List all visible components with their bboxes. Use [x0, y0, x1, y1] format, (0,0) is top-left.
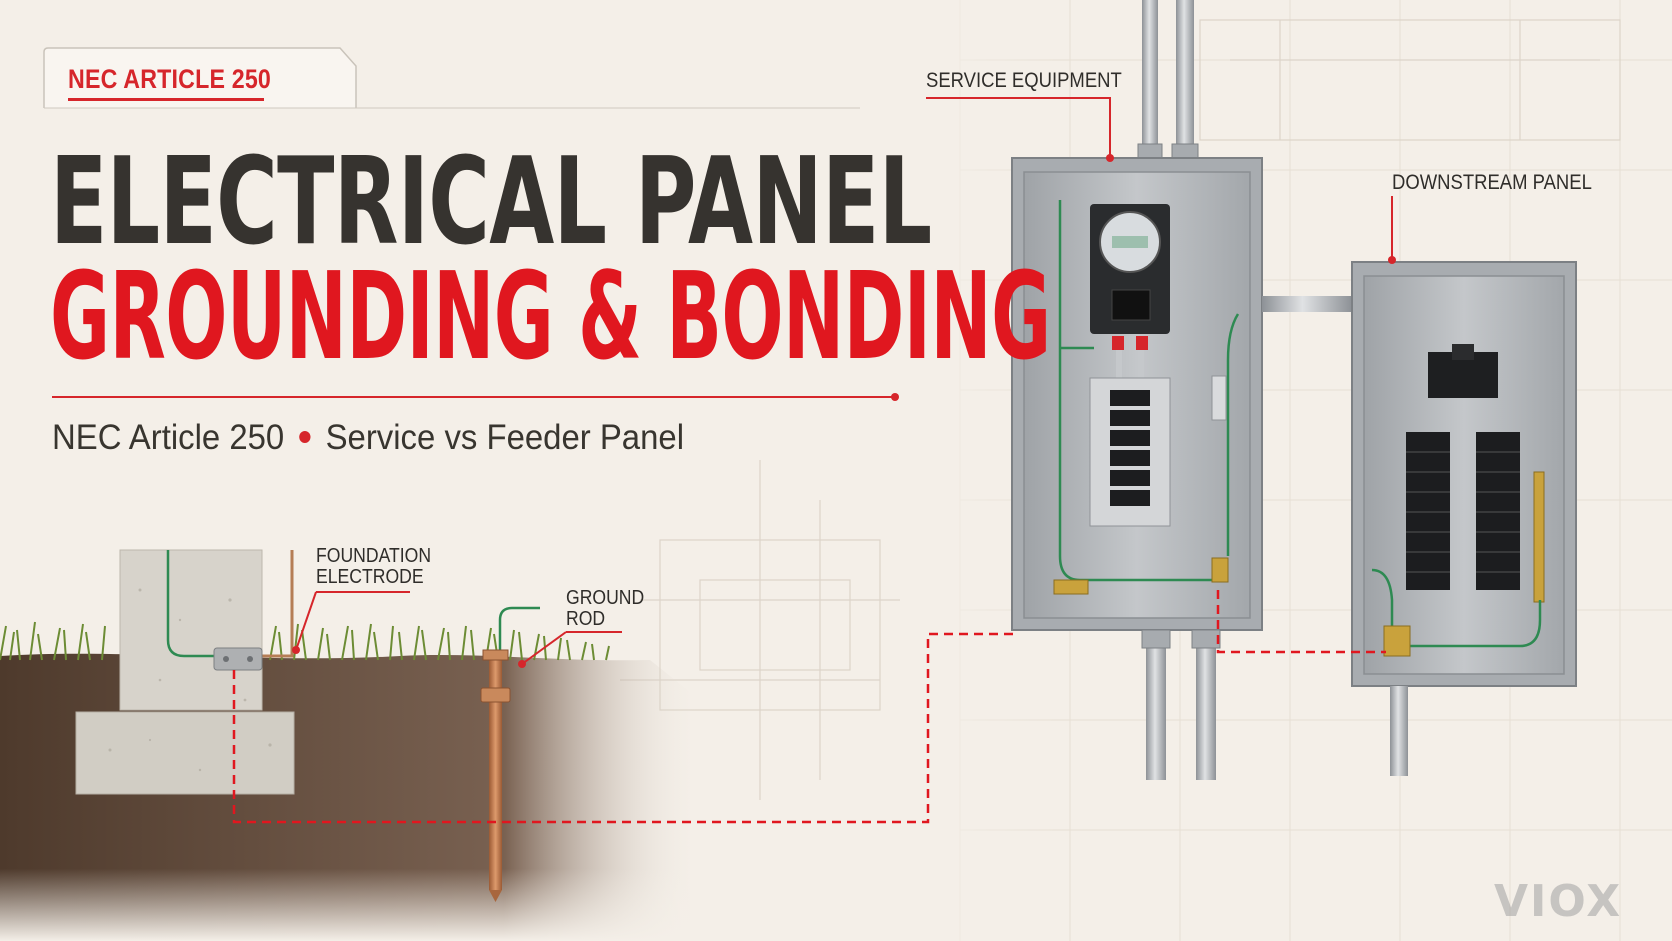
subtitle-separator-dot [299, 430, 311, 443]
foundation-concrete [75, 549, 295, 795]
foundation-electrode [166, 550, 294, 671]
title-rule [52, 396, 894, 398]
tab-label: NEC ARTICLE 250 [68, 64, 272, 94]
callout-downstream-panel: DOWNSTREAM PANEL [1392, 171, 1592, 194]
callout-ground-rod-line-1: GROUND [566, 587, 645, 609]
feeder-conduit [1262, 296, 1352, 312]
service-equipment-panel [1011, 0, 1263, 780]
grass [0, 621, 610, 661]
callout-foundation-electrode: FOUNDATION ELECTRODE [316, 546, 431, 588]
callout-ground-rod-line-2: ROD [566, 608, 606, 630]
title-rule-dot [891, 393, 899, 401]
callout-foundation-line-2: ELECTRODE [316, 566, 424, 588]
brand-logo: VIOX [1494, 876, 1623, 927]
tab-underline [68, 98, 264, 101]
tab-shape [43, 47, 357, 108]
soil-ground [0, 653, 720, 941]
callout-service-equipment: SERVICE EQUIPMENT [926, 69, 1122, 92]
ground-rod [480, 606, 540, 902]
callout-foundation-line-1: FOUNDATION [316, 545, 432, 567]
subtitle-right: Service vs Feeder Panel [325, 418, 685, 457]
title-line-1: ELECTRICAL PANEL [50, 133, 932, 272]
subtitle: NEC Article 250 Service vs Feeder Panel [52, 418, 684, 458]
subtitle-left: NEC Article 250 [52, 418, 285, 457]
grounding-path [232, 590, 1386, 824]
title-line-2: GROUNDING & BONDING [50, 248, 1051, 387]
callout-ground-rod: GROUND ROD [566, 588, 644, 630]
callout-leaders [295, 97, 1393, 665]
downstream-panel [1351, 261, 1577, 776]
blueprint-sketch [620, 19, 1621, 800]
callout-dots [292, 154, 1396, 668]
